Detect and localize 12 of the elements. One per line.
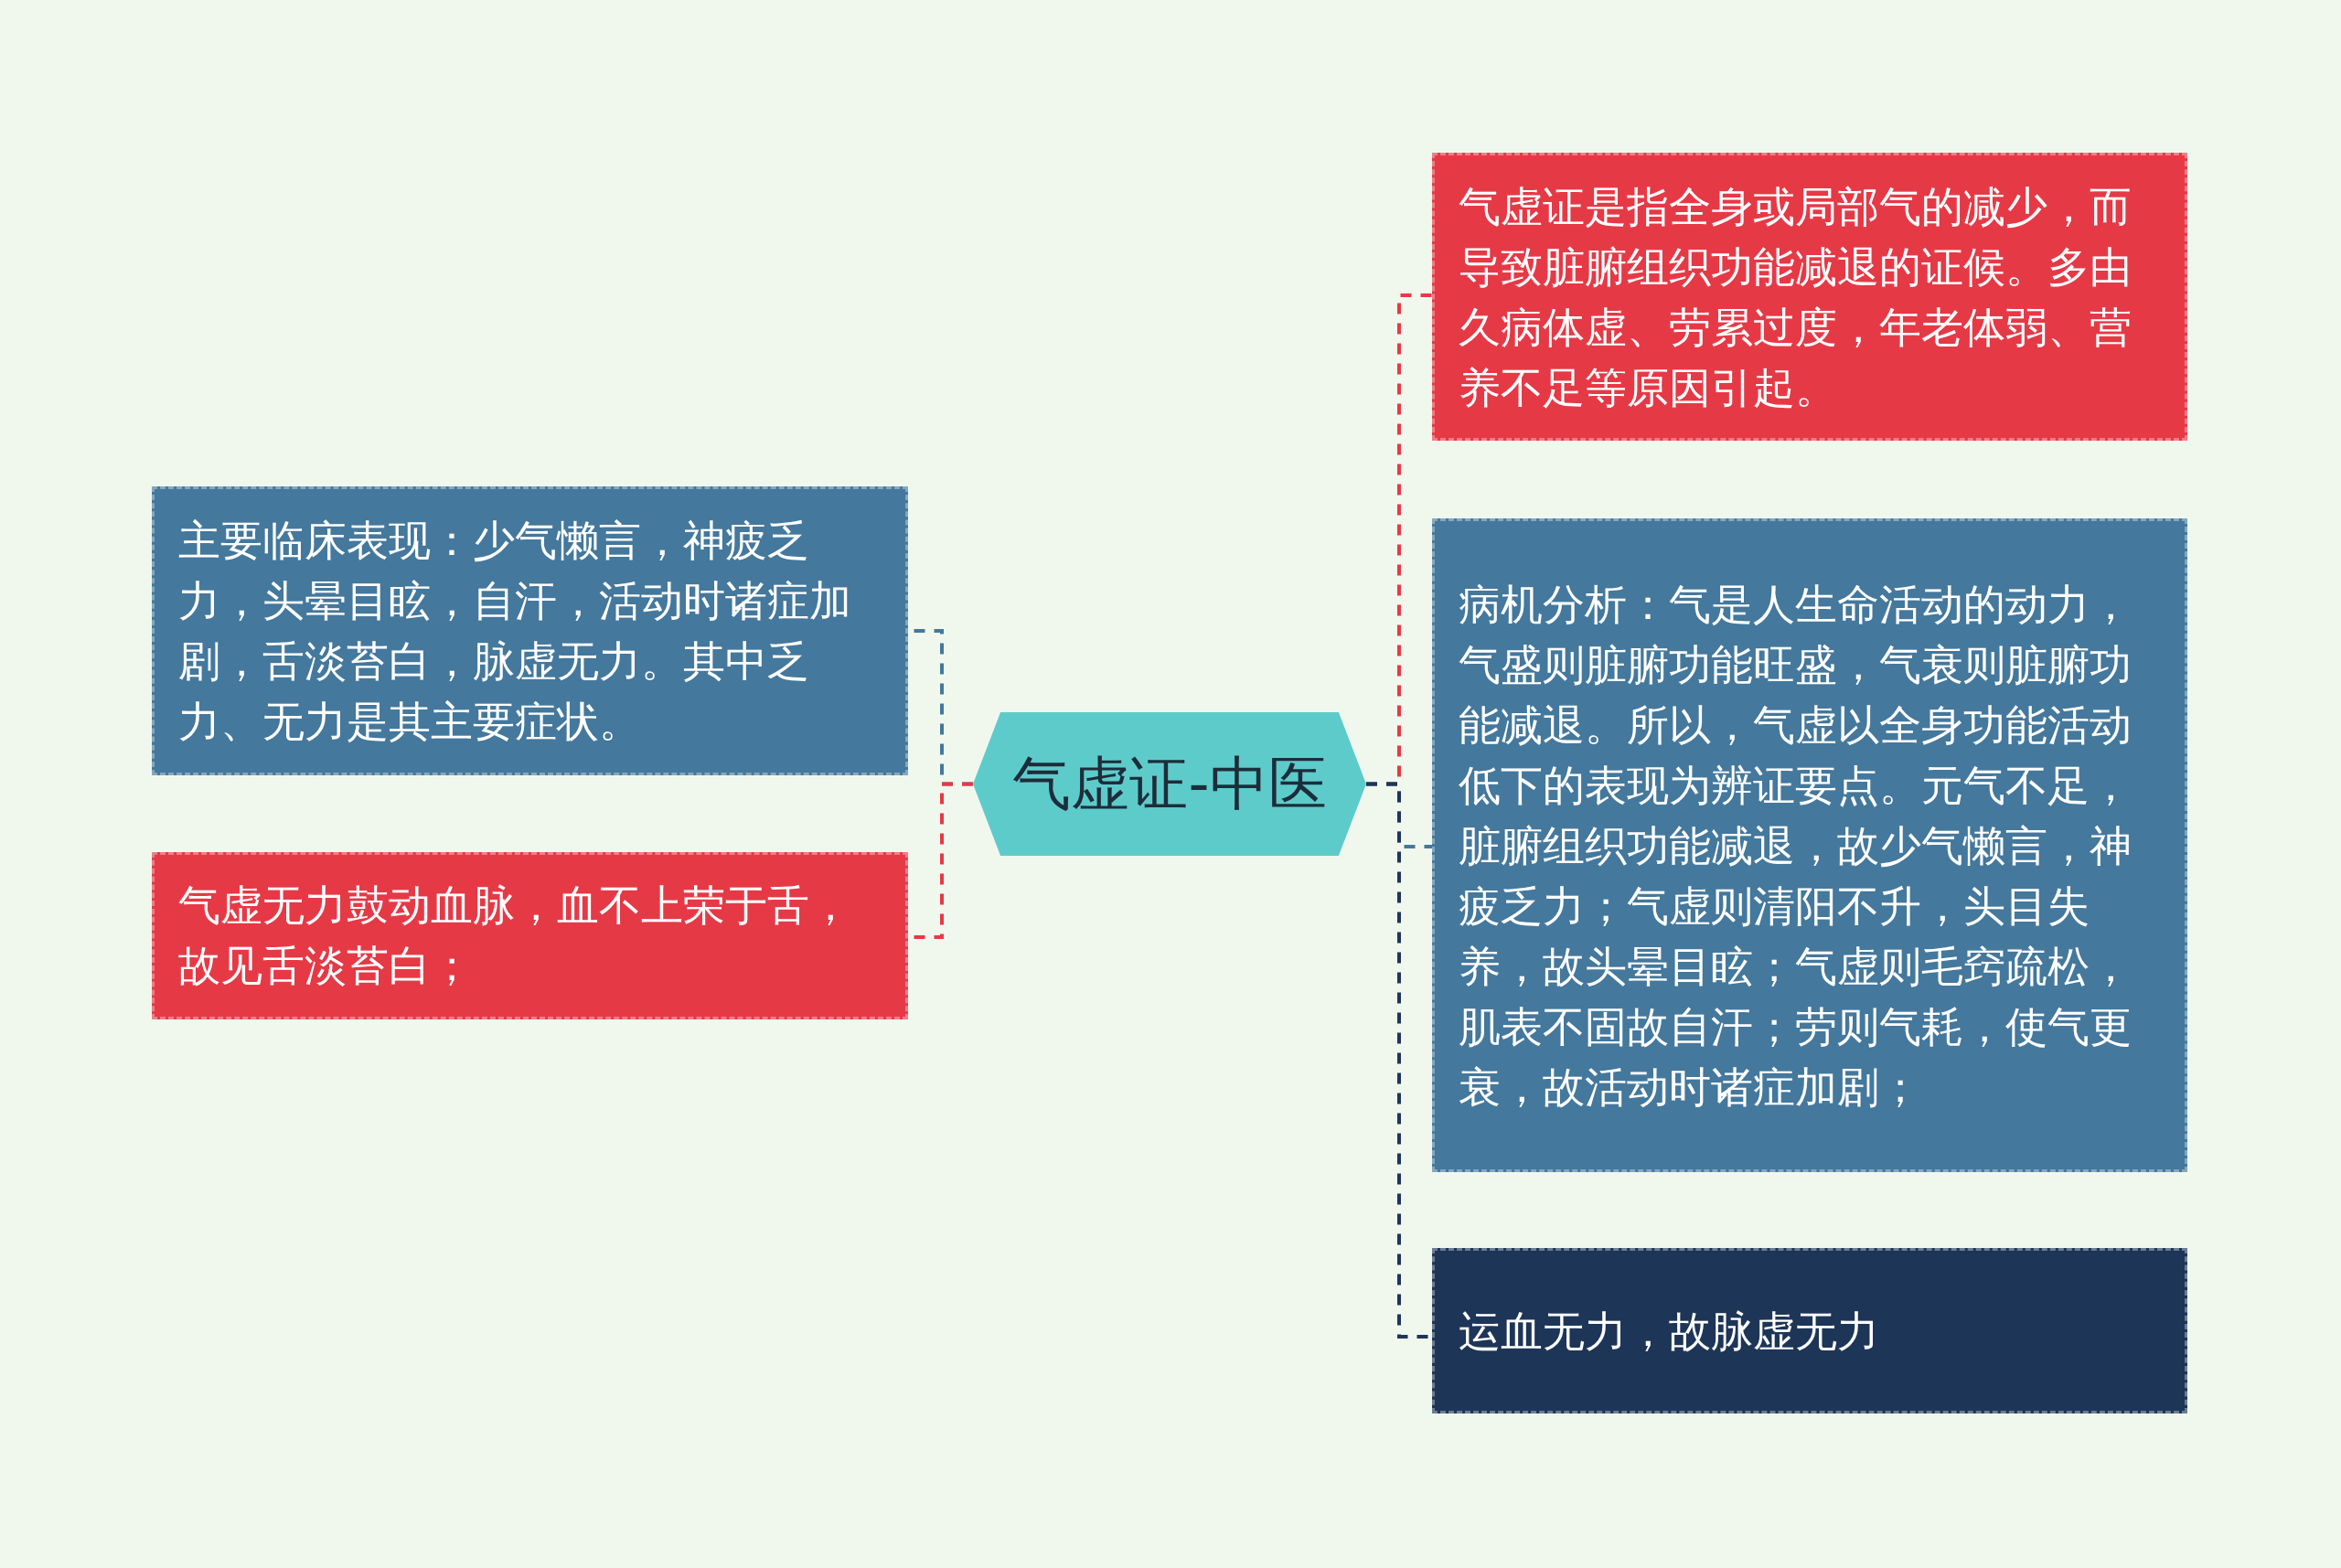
topic-box: [152, 852, 908, 1019]
central-topic-hexagon: [973, 712, 1366, 856]
topic-text: 病机分析：气是人生命活动的动力，气盛则脏腑功能旺盛，气衰则脏腑功能减退。所以，气虚以全身功能活动低下的表现为辨证要点。元气不足，脏腑组织功能减退，故少气懒言，神疲乏力；气虚则清阳不升，头目失养，故头晕目眩；气虚则毛窍疏松，肌表不固故自汗；劳则气耗，使气更衰，故活动时诸症加剧；: [1459, 578, 2133, 1114]
topic-text: 运血无力，故脉虚无力: [1459, 1305, 1879, 1358]
topic-box: [152, 486, 908, 775]
topic-box: [1432, 518, 2187, 1172]
topic-text: 主要临床表现：少气懒言，神疲乏力，头晕目眩，自汗，活动时诸症加剧，舌淡苔白，脉虚无力。其中乏力、无力是其主要症状。: [178, 515, 852, 748]
topic-box: [1432, 153, 2187, 441]
topic-text: 气虚无力鼓动血脉，血不上荣于舌，故见舌淡苔白；: [178, 880, 852, 992]
topic-text: 气虚证是指全身或局部气的减少，而导致脏腑组织功能减退的证候。多由久病体虚、劳累过度，年老体弱、营养不足等原因引起。: [1459, 180, 2133, 414]
topic-box: [1432, 1248, 2187, 1413]
central-topic-text: 气虚证-中医: [1012, 749, 1327, 819]
